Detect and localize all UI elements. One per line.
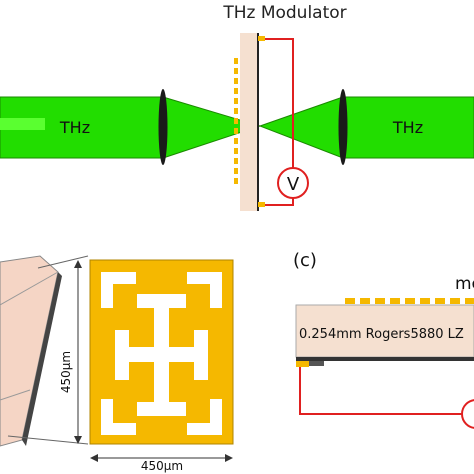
beam-right-collimated xyxy=(342,96,474,159)
panel-c-label: (c) xyxy=(293,250,317,271)
panel-c-substrate xyxy=(295,304,474,358)
voltmeter-label: V xyxy=(287,174,300,195)
width-label: 450μm xyxy=(141,459,183,473)
beam-right-label: THz xyxy=(392,118,423,137)
panel-c-corner-text: me xyxy=(455,274,474,294)
lens-left xyxy=(158,89,168,165)
sample-line-2 xyxy=(0,389,31,401)
panel-c-substrate-label: 0.254mm Rogers5880 LZ xyxy=(299,327,464,342)
bias-wire-return xyxy=(265,198,294,206)
panel-c-bias-wire xyxy=(299,367,462,415)
beam-left-highlight xyxy=(0,118,45,130)
panel-c-electrode xyxy=(296,361,309,367)
unit-cell-slot-pattern xyxy=(101,272,222,435)
width-arrow-left xyxy=(90,454,98,462)
panel-c-electrode-base xyxy=(309,361,324,366)
height-arrow-bottom xyxy=(74,436,82,444)
height-arrow-top xyxy=(74,260,82,268)
modulator-substrate xyxy=(240,33,257,211)
zoom-line-top xyxy=(37,255,89,269)
lens-right xyxy=(338,89,348,165)
sample-edge xyxy=(22,272,62,446)
zoom-line-bottom xyxy=(7,435,89,445)
panel-c-voltmeter xyxy=(461,399,474,429)
modulator-title: THz Modulator xyxy=(222,3,346,23)
top-electrode xyxy=(258,36,265,41)
sample-line-1 xyxy=(0,271,59,306)
bias-wire xyxy=(265,38,294,168)
panel-c-ground-plane xyxy=(296,357,474,361)
beam-diverging-cone xyxy=(258,96,344,159)
beam-left-label: THz xyxy=(59,118,90,137)
voltmeter xyxy=(277,167,309,199)
width-arrow-right xyxy=(225,454,233,462)
height-label: 450μm xyxy=(59,351,73,393)
bottom-electrode xyxy=(258,202,265,207)
